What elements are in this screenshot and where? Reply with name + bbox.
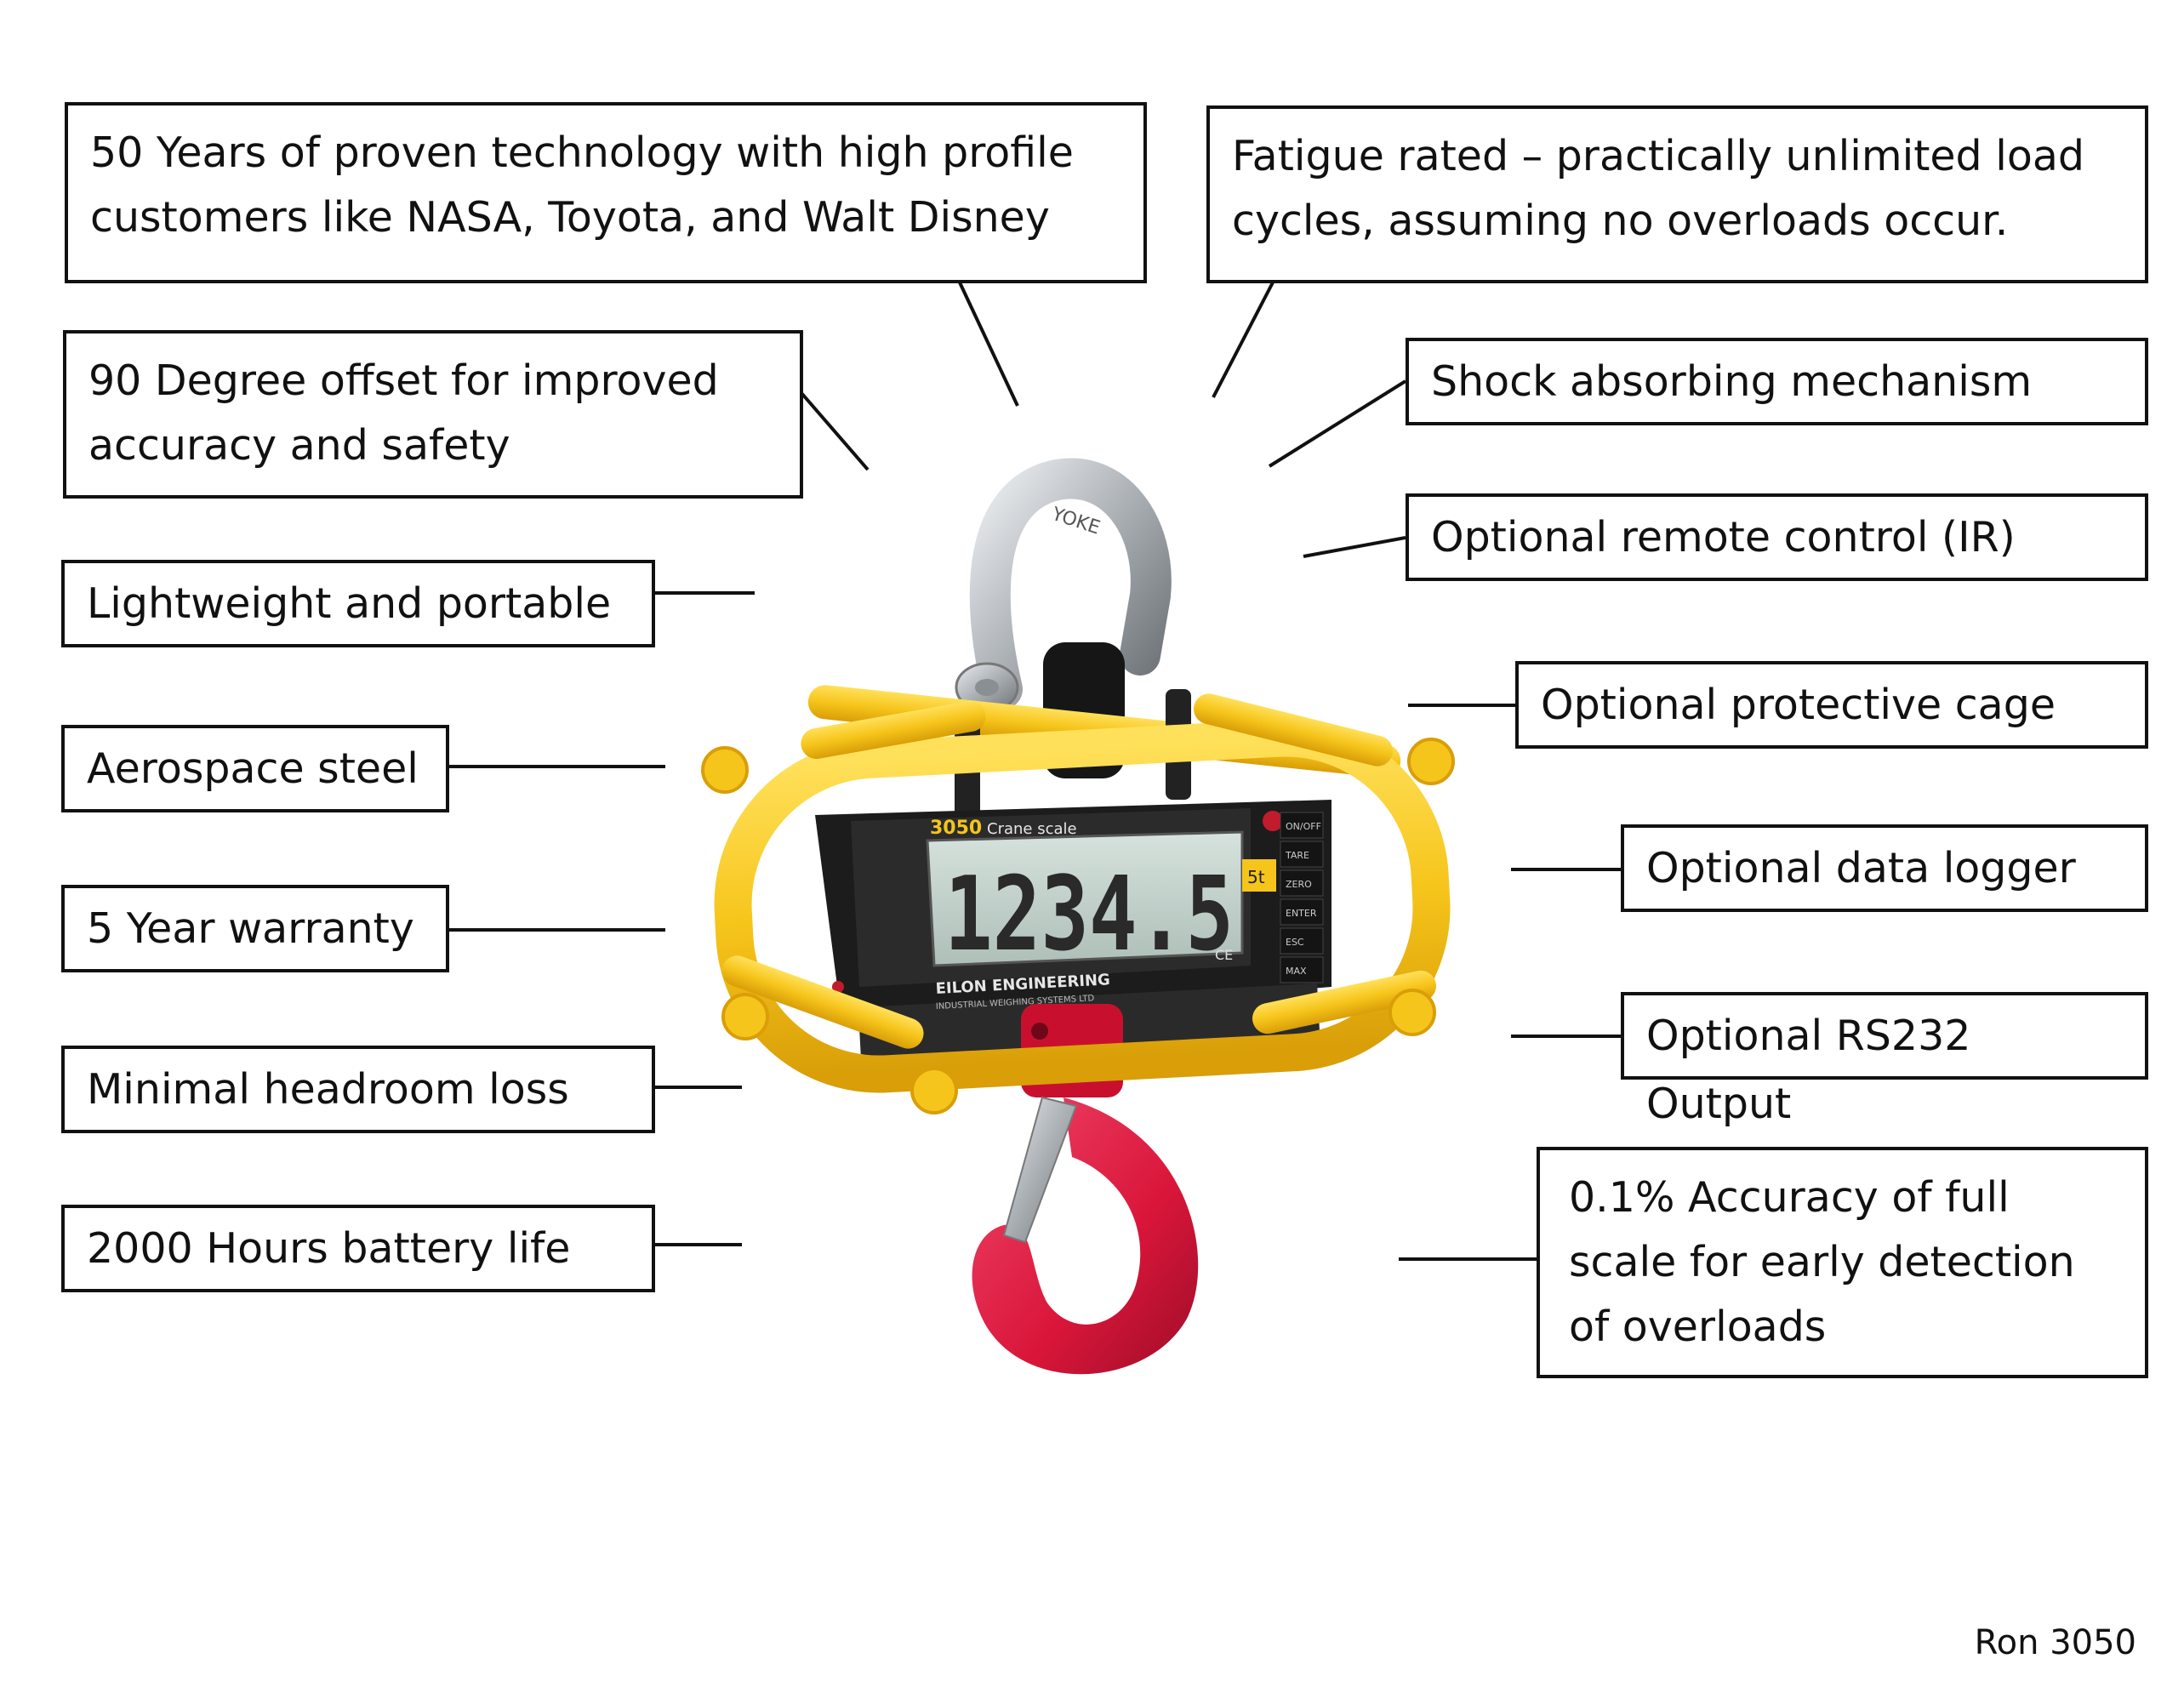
model-footer: Ron 3050 (1974, 1623, 2136, 1662)
keypad: ON/OFF TARE ZERO ENTER ESC MAX (1280, 812, 1324, 983)
keypad-key-label: ENTER (1286, 908, 1317, 919)
keypad-key-label: ZERO (1286, 879, 1312, 890)
model-label: 3050 (930, 818, 982, 839)
callout-protective-cage: Optional protective cage (1515, 661, 2148, 749)
callout-fatigue-rated: Fatigue rated – practically unlimited lo… (1206, 105, 2148, 283)
callout-proven-technology: 50 Years of proven technology with high … (65, 102, 1147, 283)
leader-shock (1268, 379, 1407, 468)
keypad-key-label: ON/OFF (1286, 821, 1321, 832)
callout-data-logger: Optional data logger (1621, 824, 2148, 912)
keypad-key (1280, 841, 1324, 868)
callout-lightweight: Lightweight and portable (61, 560, 655, 647)
callout-accuracy: 0.1% Accuracy of full scale for early de… (1537, 1147, 2148, 1378)
callout-battery-life: 2000 Hours battery life (61, 1205, 655, 1292)
callout-remote-control: Optional remote control (IR) (1406, 493, 2148, 581)
callout-rs232-output: Optional RS232 Output (1621, 992, 2148, 1128)
leader-remote (1303, 536, 1406, 558)
type-label: Crane scale (987, 820, 1077, 838)
callout-warranty: 5 Year warranty (61, 885, 449, 972)
protective-cage (701, 693, 1455, 1114)
callout-shock-absorbing: Shock absorbing mechanism (1406, 338, 2148, 425)
keypad-key-label: ESC (1286, 937, 1304, 948)
keypad-key (1280, 898, 1324, 926)
leader-fatigue (1212, 282, 1274, 398)
callout-headroom-loss: Minimal headroom loss (61, 1046, 655, 1133)
keypad-key-label: MAX (1286, 966, 1307, 977)
display-panel: 1234.5 3050 Crane scale 5t EILON ENGINEE… (832, 808, 1283, 1012)
capacity-label: 5t (1247, 867, 1265, 887)
leader-offset (800, 391, 870, 471)
weight-readout: 1234.5 (944, 856, 1234, 974)
callout-degree-offset: 90 Degree offset for improved accuracy a… (63, 330, 803, 499)
keypad-key-label: TARE (1285, 850, 1309, 861)
keypad-key (1280, 812, 1324, 839)
callout-aerospace-steel: Aerospace steel (61, 725, 449, 812)
keypad-key (1280, 927, 1324, 955)
shackle: YOKE (955, 458, 1172, 713)
keypad-key (1280, 956, 1324, 983)
ce-mark: CE (1215, 947, 1233, 963)
leader-proven-tech (958, 282, 1019, 407)
shackle-marking: YOKE (1048, 504, 1103, 539)
keypad-key (1280, 869, 1324, 897)
